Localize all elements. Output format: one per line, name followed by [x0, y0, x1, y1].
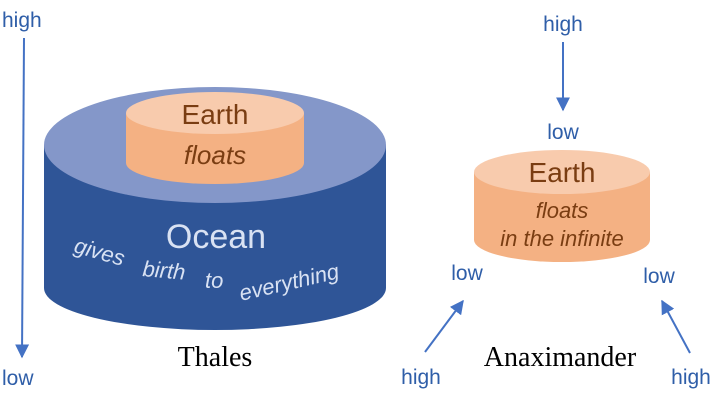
thales-earth-top — [126, 92, 304, 134]
anaximander-caption: Anaximander — [484, 342, 637, 373]
anax-right-arrow — [661, 299, 691, 354]
left-axis-high-label: high — [2, 9, 42, 32]
ocean-title: Ocean — [166, 218, 266, 256]
thales-earth-cylinder — [126, 92, 304, 184]
anax-earth-top — [474, 150, 650, 194]
anax-left-high-label: high — [401, 366, 441, 389]
thales-earth-subtitle: floats — [184, 140, 246, 170]
anax-top-high-label: high — [543, 13, 583, 36]
left-axis-arrow — [15, 37, 30, 359]
anax-left-low-label: low — [451, 262, 483, 285]
anax-right-low-label: low — [643, 265, 675, 288]
anax-left-arrow — [424, 299, 464, 353]
ocean-subtitle-word-3: to — [205, 268, 223, 293]
anax-earth-subtitle-line2: in the infinite — [500, 226, 624, 251]
left-axis-low-label: low — [2, 367, 34, 390]
anax-earth-subtitle-line1: floats — [536, 198, 589, 223]
anax-earth-body — [474, 172, 650, 262]
anax-top-low-label: low — [547, 121, 579, 144]
ocean-subtitle-word-2: birth — [142, 256, 187, 285]
thales-caption: Thales — [178, 342, 253, 373]
anax-earth-title: Earth — [529, 157, 596, 188]
anax-right-high-label: high — [671, 366, 711, 389]
anax-earth-cylinder — [474, 150, 650, 262]
thales-earth-title: Earth — [182, 99, 249, 130]
